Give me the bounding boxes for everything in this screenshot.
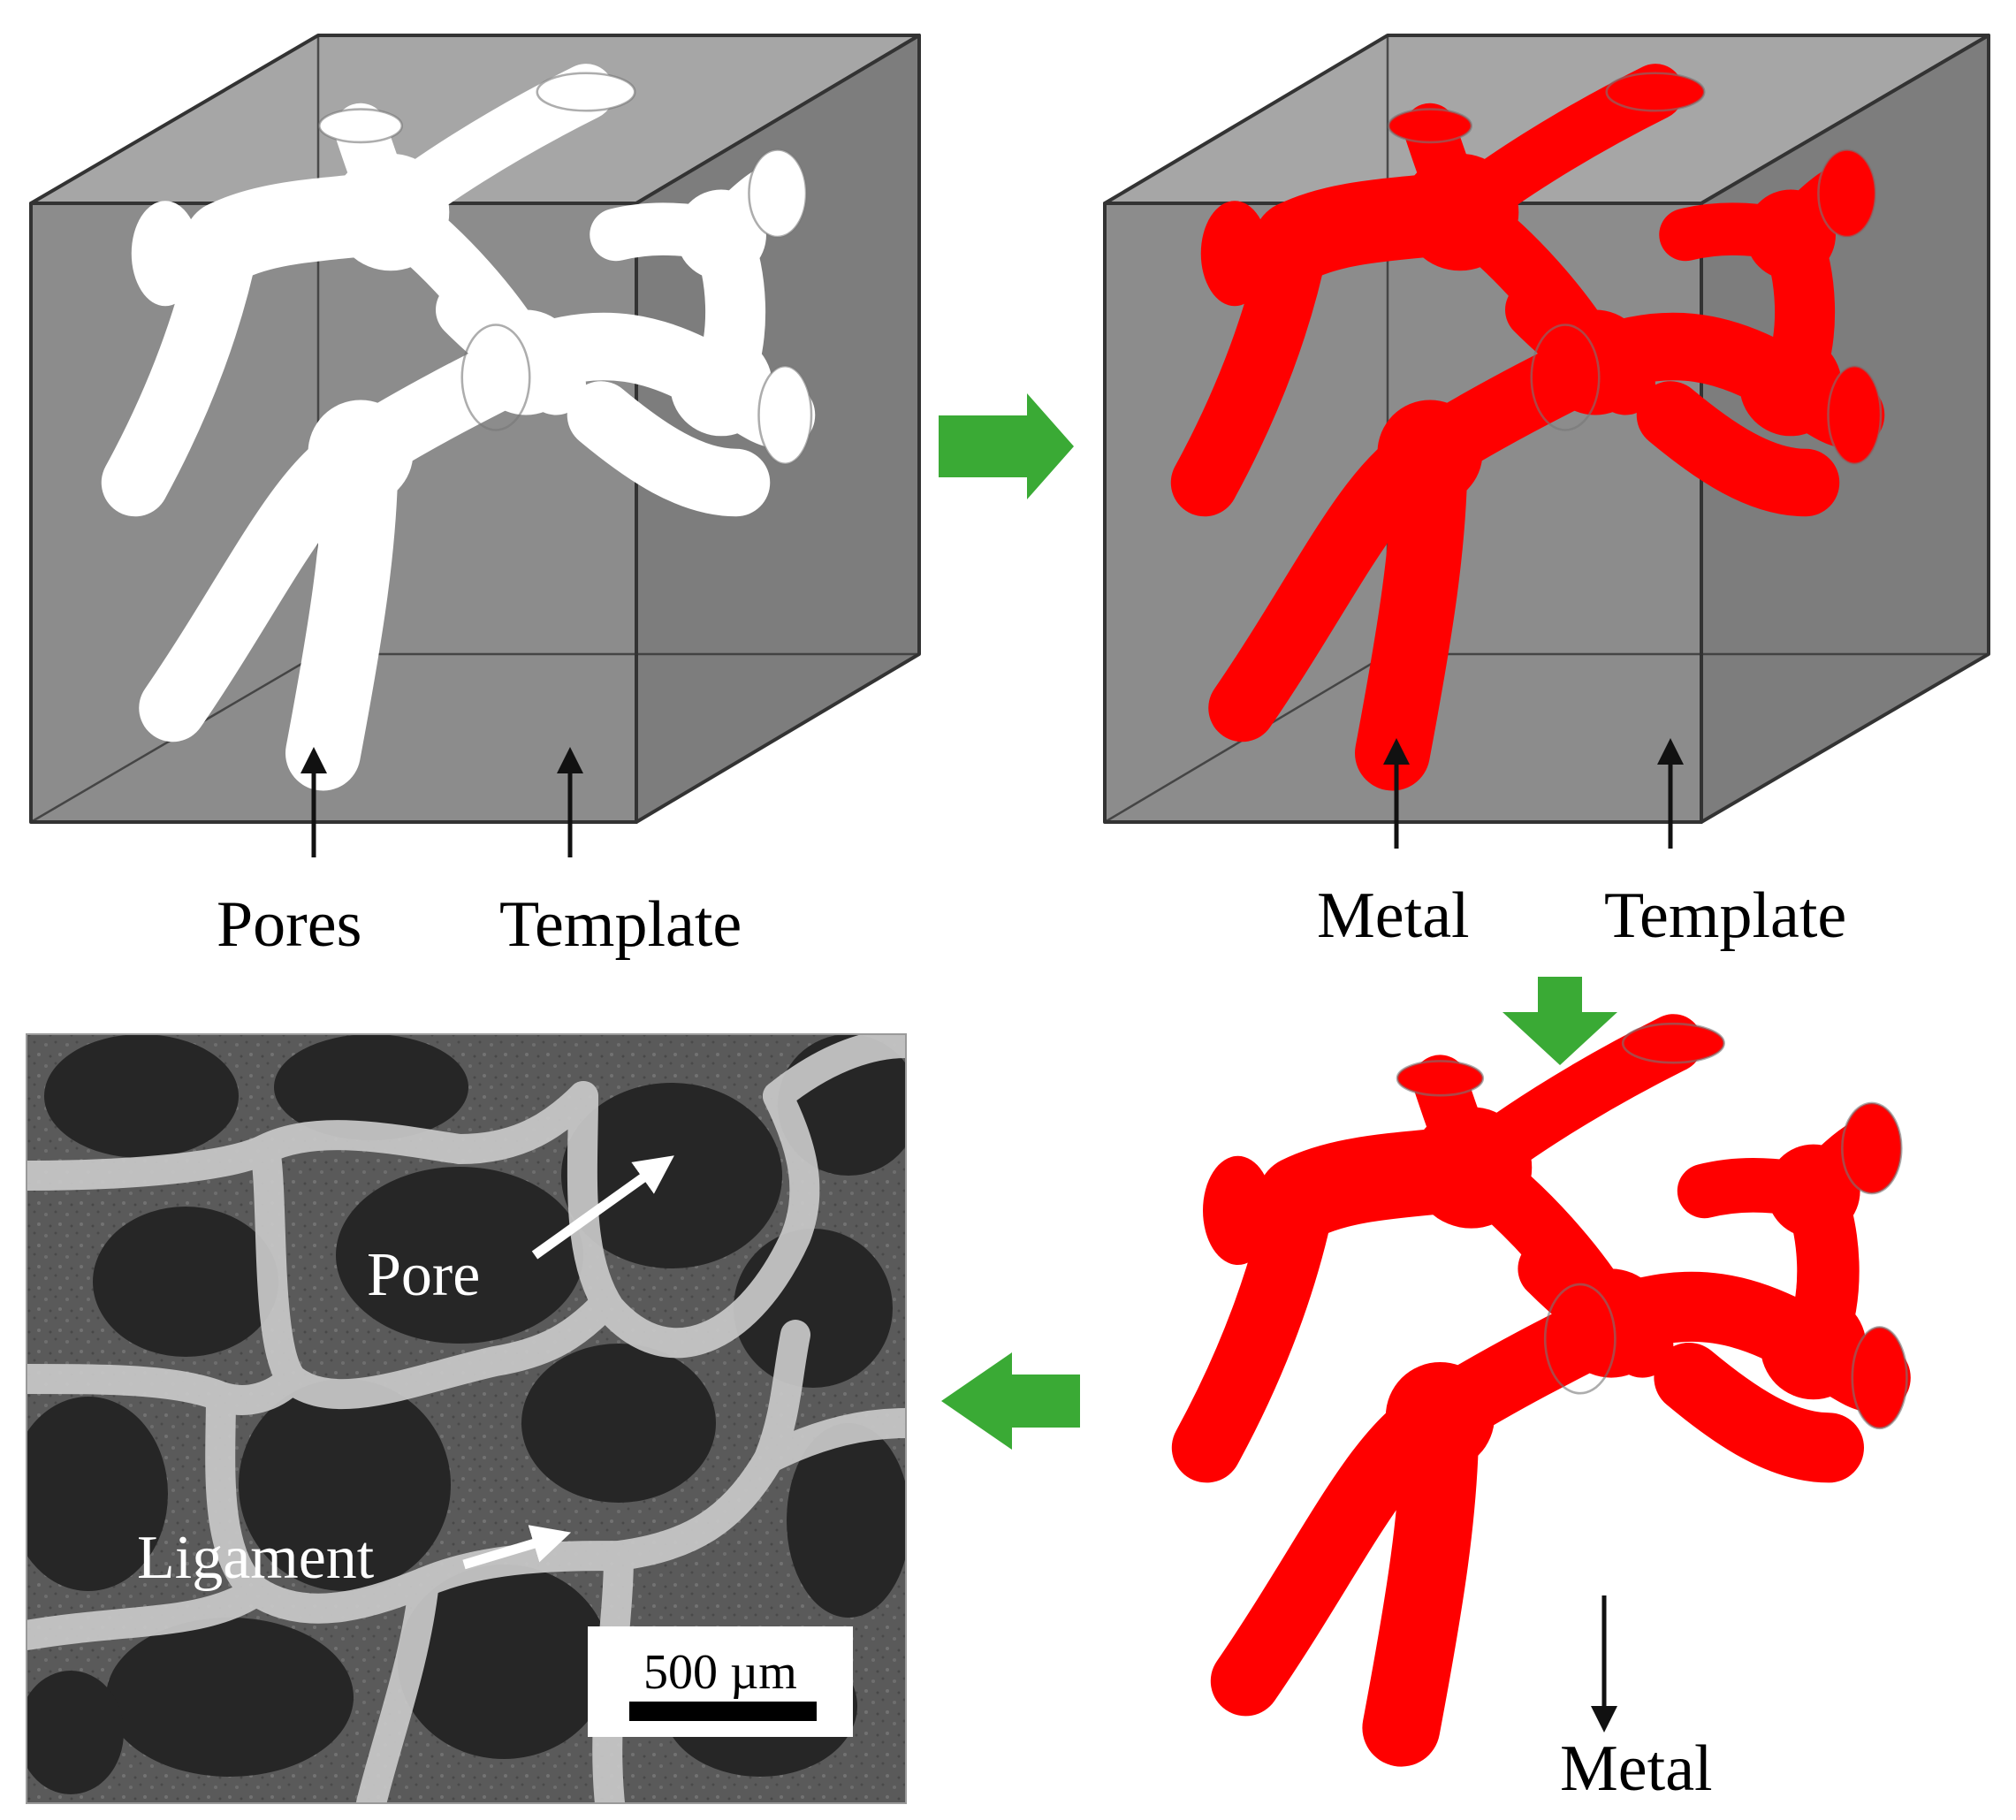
ligament-pointer bbox=[462, 1525, 572, 1570]
metal-label-2: Metal bbox=[1560, 1732, 1713, 1805]
sem-ligaments bbox=[27, 1034, 906, 1803]
template-pores-panel: Pores Template bbox=[29, 34, 921, 961]
template-label-2: Template bbox=[1604, 880, 1846, 952]
green-block-arrow-icon bbox=[939, 393, 1074, 499]
scale-bar-label: 500 µm bbox=[643, 1645, 797, 1700]
metal-foam-panel: Metal bbox=[1203, 1024, 1906, 1805]
scale-bar-line bbox=[629, 1702, 817, 1721]
sem-image-panel: Pore Ligament 500 µm bbox=[26, 1033, 907, 1804]
pores-label: Pores bbox=[217, 888, 361, 961]
scale-bar: 500 µm bbox=[588, 1626, 853, 1737]
metal-foam bbox=[1203, 1024, 1906, 1727]
pore-label: Pore bbox=[367, 1241, 480, 1309]
green-block-arrow-icon-left bbox=[941, 1352, 1080, 1450]
ligament-label: Ligament bbox=[137, 1524, 375, 1592]
metal-label: Metal bbox=[1317, 880, 1470, 952]
pore-pointer bbox=[531, 1155, 674, 1260]
template-metal-panel: Metal Template bbox=[1103, 34, 1990, 952]
template-label: Template bbox=[499, 888, 742, 961]
green-block-arrow-icon-down bbox=[1502, 977, 1617, 1065]
